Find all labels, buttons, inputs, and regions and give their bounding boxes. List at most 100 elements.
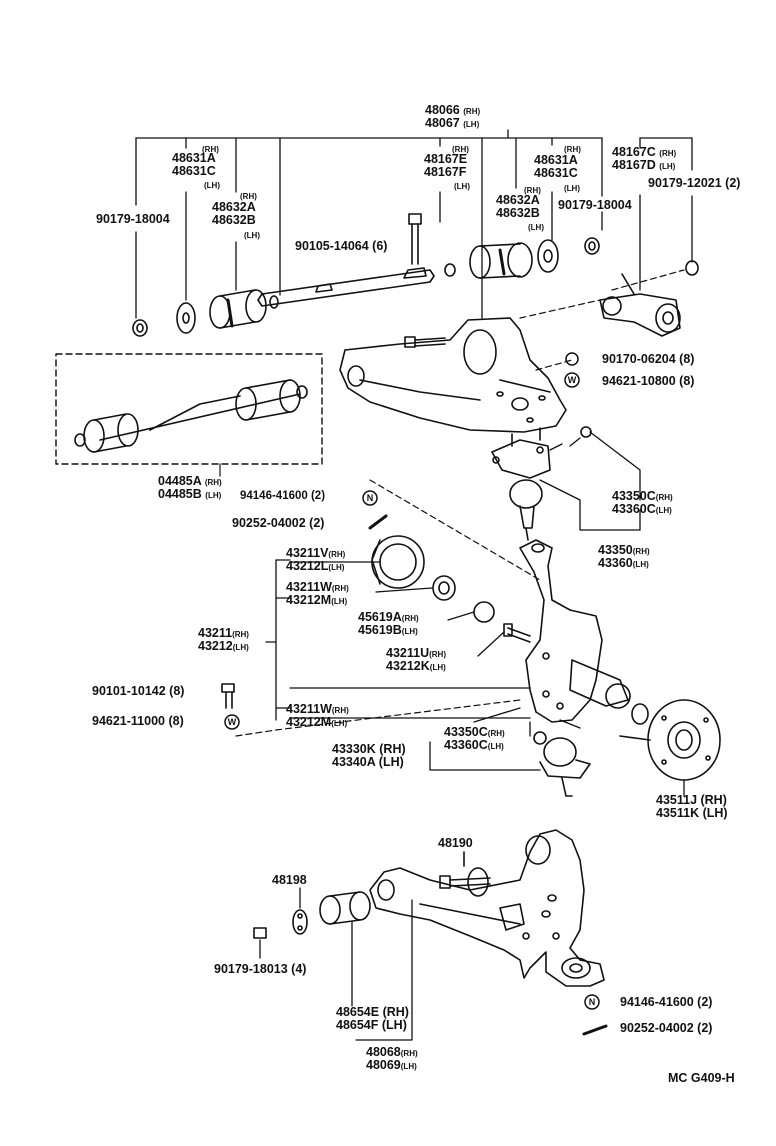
label-48167e: 48167E [424, 152, 468, 166]
label-43212m-b: 43212M(LH) [286, 715, 348, 729]
label-43350: 43350(RH) [598, 543, 650, 557]
camber-bracket [599, 273, 681, 337]
label-48631a-left: 48631A [172, 151, 216, 165]
label-48167-rh: (RH) [452, 145, 469, 154]
label-43511j: 43511J (RH) [656, 793, 727, 807]
label-43350c-low: 43350C(RH) [444, 725, 505, 739]
label-43211v: 43211V(RH) [286, 546, 346, 560]
label-48167d: 48167D (LH) [612, 158, 676, 172]
label-48631c-right: 48631C [534, 166, 578, 180]
label-43212: 43212(LH) [198, 639, 249, 653]
label-04485b: 04485B (LH) [158, 487, 222, 501]
bushing-kit-box [55, 353, 323, 465]
label-43360c-top: 43360C(LH) [612, 502, 672, 516]
nut-90179-18013 [253, 927, 267, 939]
label-48654e: 48654E (RH) [336, 1005, 409, 1019]
washer-symbol-top [564, 372, 580, 388]
label-94146-41600-bottom: 94146-41600 (2) [620, 995, 713, 1009]
label-48632b-right: 48632B [496, 206, 540, 220]
label-43211w-b: 43211W(RH) [286, 702, 349, 716]
label-48167-lh: (LH) [454, 182, 470, 191]
label-48632a-right: 48632A [496, 193, 540, 207]
label-48632-lh-left: (LH) [244, 231, 260, 240]
inner-seal [631, 703, 649, 725]
label-90101-10142: 90101-10142 (8) [92, 684, 185, 698]
label-43212k: 43212K(LH) [386, 659, 446, 673]
nut-90179-12021 [685, 260, 699, 276]
label-48632a-left: 48632A [212, 200, 256, 214]
label-90252-04002-bottom: 90252-04002 (2) [620, 1021, 713, 1035]
label-48632-lh-right: (LH) [528, 223, 544, 232]
washer-48198 [292, 909, 308, 935]
lower-control-arm [369, 829, 605, 987]
nut-symbol-90170 [565, 352, 579, 366]
washer-symbol-94621 [224, 714, 240, 730]
label-48631-lh-right: (LH) [564, 184, 580, 193]
label-43360: 43360(LH) [598, 556, 649, 570]
upper-ball-joint [491, 426, 592, 541]
label-48632-rh-right: (RH) [524, 186, 541, 195]
disc-rotor [619, 699, 721, 781]
nut-left [132, 319, 148, 337]
bolt-90105 [408, 213, 422, 265]
leader-lines-top [135, 129, 693, 319]
label-48632b-left: 48632B [212, 213, 256, 227]
label-48167f: 48167F [424, 165, 467, 179]
label-48631-rh-left: (RH) [202, 145, 219, 154]
nut-letter-bottom: N [589, 997, 596, 1007]
label-48068: 48068(RH) [366, 1045, 418, 1059]
nut-symbol-bottom [584, 994, 600, 1010]
label-43212m-a: 43212M(LH) [286, 593, 348, 607]
label-43350c-top: 43350C(RH) [612, 489, 673, 503]
label-43211w-a: 43211W(RH) [286, 580, 349, 594]
label-48198: 48198 [272, 873, 307, 887]
cotter-pin-top [368, 514, 388, 530]
label-90179-18004-left: 90179-18004 [96, 212, 170, 226]
lower-ball-joint [533, 731, 591, 797]
label-90105-14064: 90105-14064 (6) [295, 239, 388, 253]
label-43211: 43211(RH) [198, 626, 249, 640]
bolt-43211u [503, 623, 531, 643]
label-48631a-right: 48631A [534, 153, 578, 167]
label-43212l: 43212L(LH) [286, 559, 345, 573]
label-45619a: 45619A(RH) [358, 610, 419, 624]
label-43511k: 43511K (LH) [656, 806, 728, 820]
washer-left [176, 302, 196, 334]
label-90170-06204: 90170-06204 (8) [602, 352, 695, 366]
bushing-48654 [319, 891, 371, 925]
bushing-left [209, 289, 267, 329]
label-48631-rh-right: (RH) [564, 145, 581, 154]
label-48654f: 48654F (LH) [336, 1018, 407, 1032]
figure-code: MC G409-H [668, 1071, 735, 1085]
upper-control-arm [339, 317, 567, 433]
label-43330k: 43330K (RH) [332, 742, 406, 756]
label-94146-41600-top: 94146-41600 (2) [240, 490, 326, 502]
label-48190: 48190 [438, 836, 473, 850]
bolt-90101 [221, 683, 235, 709]
washer-letter-94621: W [228, 717, 237, 727]
bolt-48190 [439, 851, 491, 897]
washer-letter-top: W [568, 375, 577, 385]
label-43211u: 43211U(RH) [386, 646, 446, 660]
washer-right [537, 239, 559, 273]
nut-symbol-top [362, 490, 378, 506]
label-43360c-low: 43360C(LH) [444, 738, 504, 752]
label-45619b: 45619B(LH) [358, 623, 418, 637]
steering-knuckle [519, 539, 631, 723]
cap-45619a [473, 601, 495, 623]
nut-right [584, 237, 600, 255]
label-94621-10800: 94621-10800 (8) [602, 374, 695, 388]
label-48631c-left: 48631C [172, 164, 216, 178]
label-90179-12021: 90179-12021 (2) [648, 176, 741, 190]
bearing-43211w-a [432, 575, 456, 601]
cotter-pin-bottom [582, 1024, 608, 1036]
label-04485a: 04485A (RH) [158, 474, 222, 488]
label-48066: 48066 (RH) [425, 103, 481, 117]
label-48067: 48067 (LH) [425, 116, 480, 130]
upper-arm-shaft [257, 263, 456, 309]
label-48167c: 48167C (RH) [612, 145, 677, 159]
label-48631-lh-left: (LH) [204, 181, 220, 190]
label-90179-18013: 90179-18013 (4) [214, 962, 307, 976]
label-48069: 48069(LH) [366, 1058, 417, 1072]
